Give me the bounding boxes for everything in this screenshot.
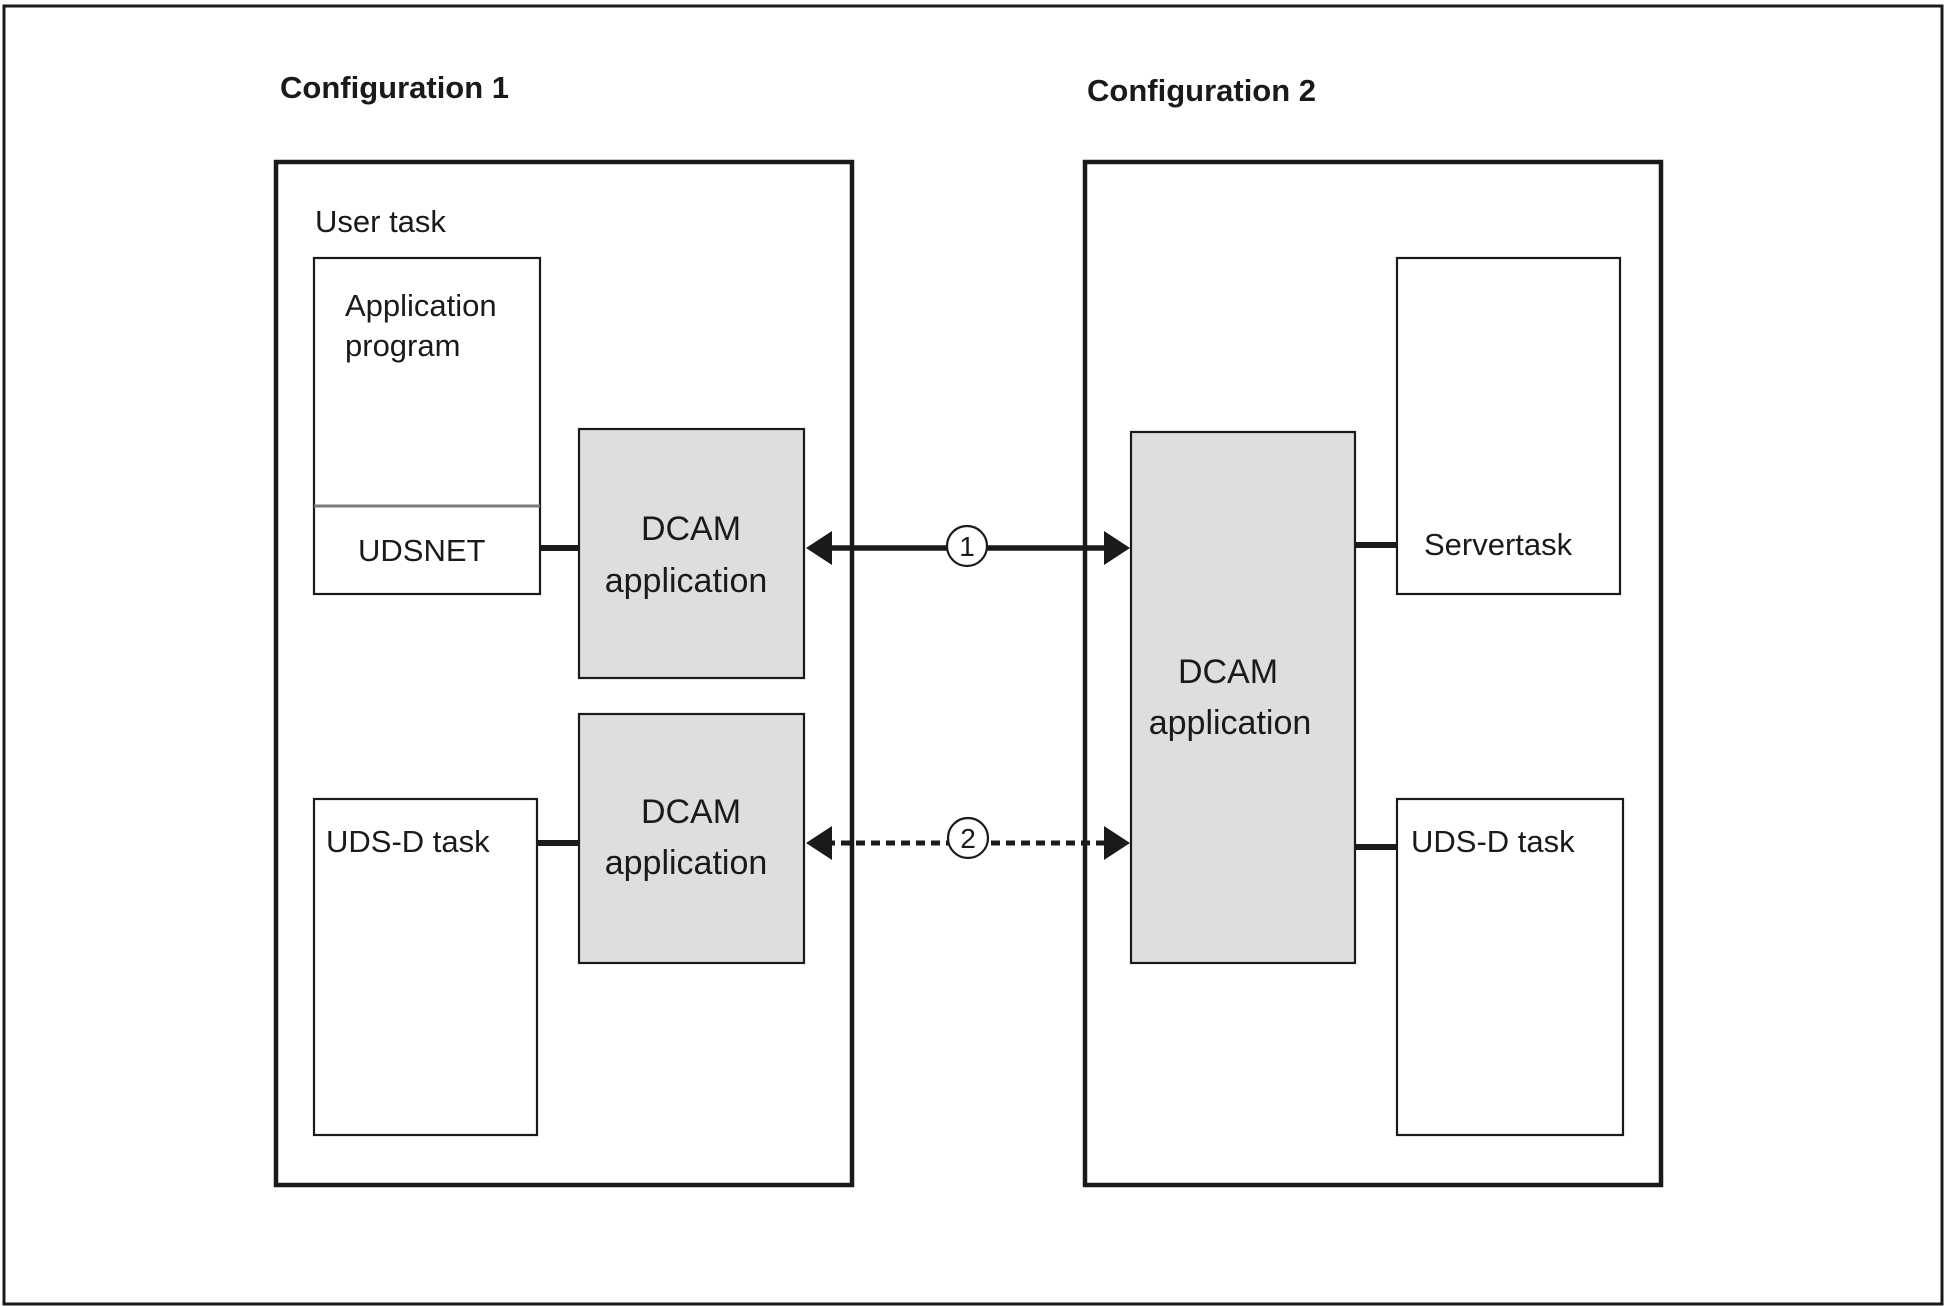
connection-1: 1	[806, 524, 1130, 568]
configuration-1-title: Configuration 1	[280, 70, 509, 105]
dcam-top-label-line2: application	[605, 562, 768, 600]
servertask-label: Servertask	[1424, 527, 1573, 562]
udsd-task-label-config1: UDS-D task	[326, 824, 490, 859]
application-program-label-line1: Application	[345, 288, 497, 323]
configuration-2-box	[1082, 159, 1664, 1188]
connection-2-arrowhead-left	[806, 826, 832, 860]
connection-1-arrowhead-right	[1104, 531, 1130, 565]
application-program-label-line2: program	[345, 328, 460, 363]
dcam-config2-label-line1: DCAM	[1178, 653, 1278, 691]
application-program-box	[312, 256, 542, 596]
figure-frame	[2, 4, 1944, 1306]
udsd-task-box-config2	[1395, 797, 1625, 1137]
connection-2: 2	[806, 816, 1130, 860]
connection-1-marker-label: 1	[959, 531, 975, 562]
dcam-application-top-box	[577, 427, 806, 680]
udsnet-label: UDSNET	[358, 533, 486, 568]
dcam-bottom-label-line1: DCAM	[641, 793, 741, 831]
connection-1-marker	[945, 524, 989, 568]
connection-1-arrowhead-left	[806, 531, 832, 565]
dcam-config2-label-line2: application	[1149, 704, 1312, 742]
configuration-1-box	[273, 159, 855, 1188]
connection-2-arrowhead-right	[1104, 826, 1130, 860]
dcam-bottom-label-line2: application	[605, 844, 768, 882]
dcam-application-bottom-box	[577, 712, 806, 965]
configuration-2-title: Configuration 2	[1087, 73, 1316, 108]
connection-2-marker-label: 2	[960, 823, 976, 854]
udsd-task-label-config2: UDS-D task	[1411, 824, 1575, 859]
user-task-label: User task	[315, 204, 446, 239]
dcam-application-config2-box	[1129, 430, 1357, 965]
servertask-box	[1395, 256, 1622, 596]
udsd-task-box-config1	[312, 797, 539, 1137]
dcam-top-label-line1: DCAM	[641, 510, 741, 548]
connection-2-marker	[946, 816, 990, 860]
